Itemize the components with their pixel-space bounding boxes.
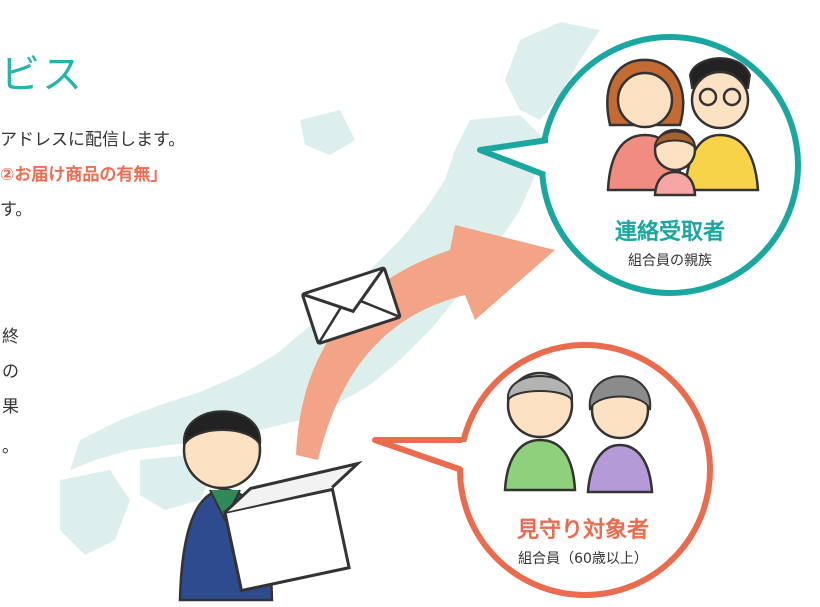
- side-text-3: 果: [2, 397, 19, 417]
- description-line-3: す。: [0, 200, 33, 220]
- side-text-1: 終: [2, 327, 19, 347]
- description-line-2: ②お届け商品の有無」: [0, 165, 168, 185]
- watched-person-title: 見守り対象者: [516, 518, 649, 543]
- elderly-couple-icon: [503, 371, 654, 494]
- page-heading: ビス: [0, 52, 84, 98]
- delivery-arrow: [296, 225, 555, 460]
- envelope-icon: [301, 266, 402, 345]
- side-text-4: 。: [2, 437, 19, 457]
- delivery-driver-icon: [178, 410, 363, 602]
- family-icon: [606, 57, 760, 197]
- side-text-2: の: [2, 362, 19, 382]
- description-line-1: アドレスに配信します。: [0, 130, 186, 150]
- contact-person-title: 連絡受取者: [614, 220, 725, 245]
- watched-person-subtitle: 組合員（60歳以上）: [518, 551, 648, 567]
- contact-person-subtitle: 組合員の親族: [628, 253, 712, 269]
